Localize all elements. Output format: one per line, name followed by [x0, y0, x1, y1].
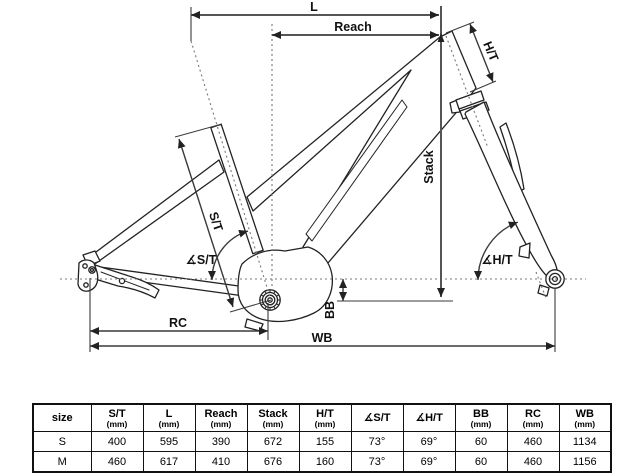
- column-header-label: L: [165, 407, 173, 420]
- column-header: RC(mm): [506, 403, 560, 432]
- column-header-label: Stack: [258, 407, 288, 420]
- column-header-unit: (mm): [522, 418, 544, 429]
- column-header-label: H/T: [316, 407, 334, 420]
- data-cell: 155: [298, 431, 352, 452]
- dimension-lines: [89, 6, 556, 352]
- column-header: ∡S/T: [350, 403, 404, 432]
- seat-tube: [210, 123, 264, 255]
- data-cell: 400: [90, 431, 144, 452]
- size-cell: M: [32, 451, 92, 473]
- frame-geometry-diagram: L Reach Stack H/T S/T ∡S/T ∡H/T BB RC WB: [60, 0, 586, 352]
- label-rear-center: RC: [169, 316, 187, 330]
- label-length: L: [310, 0, 318, 14]
- data-cell: 676: [246, 451, 300, 473]
- column-header-label: Reach: [204, 407, 238, 420]
- column-header: L(mm): [142, 403, 196, 432]
- column-header-label: ∡S/T: [363, 412, 391, 424]
- guide-lines: [60, 24, 586, 299]
- column-header-label: size: [51, 412, 73, 424]
- column-header-label: RC: [525, 407, 541, 420]
- column-header: S/T(mm): [90, 403, 144, 432]
- data-cell: 69°: [402, 431, 456, 452]
- fork-far-blade: [499, 122, 525, 193]
- column-header-unit: (mm): [210, 418, 232, 429]
- data-cell: 672: [246, 431, 300, 452]
- label-reach: Reach: [334, 20, 372, 34]
- column-header: H/T(mm): [298, 403, 352, 432]
- column-header-unit: (mm): [314, 418, 336, 429]
- data-cell: 1134: [558, 431, 612, 452]
- motor-housing: [237, 246, 334, 323]
- data-cell: 410: [194, 451, 248, 473]
- label-seat-tube: S/T: [206, 210, 226, 233]
- dim-head-angle-arc: [474, 221, 519, 281]
- column-header: Stack(mm): [246, 403, 300, 432]
- data-cell: 460: [90, 451, 144, 473]
- data-cell: 73°: [350, 451, 404, 473]
- column-header-label: ∡H/T: [415, 412, 443, 424]
- label-bottom-bracket: BB: [323, 301, 337, 319]
- column-header-unit: (mm): [470, 418, 492, 429]
- column-header-unit: (mm): [262, 418, 284, 429]
- column-header: WB(mm): [558, 403, 612, 432]
- data-cell: 160: [298, 451, 352, 473]
- column-header-label: S/T: [108, 407, 126, 420]
- data-cell: 460: [506, 431, 560, 452]
- dim-head-tube-line: [469, 23, 494, 83]
- column-header-unit: (mm): [574, 418, 596, 429]
- label-seat-tube-angle: ∡S/T: [186, 253, 217, 267]
- battery-seam: [305, 99, 408, 242]
- column-header: BB(mm): [454, 403, 508, 432]
- rear-dropout: [77, 250, 160, 299]
- column-header-label: WB: [575, 407, 594, 420]
- data-cell: 390: [194, 431, 248, 452]
- seat-stays: [87, 159, 225, 267]
- label-wheelbase: WB: [312, 331, 333, 345]
- dim-seat-angle-arc: [207, 229, 249, 281]
- data-cell: 1156: [558, 451, 612, 473]
- data-cell: 460: [506, 451, 560, 473]
- data-cell: 60: [454, 431, 508, 452]
- label-head-tube-angle: ∡H/T: [481, 253, 513, 267]
- data-cell: 73°: [350, 431, 404, 452]
- data-cell: 69°: [402, 451, 456, 473]
- column-header-unit: (mm): [158, 418, 180, 429]
- data-cell: 595: [142, 431, 196, 452]
- fork-blade: [464, 101, 558, 278]
- label-head-tube: H/T: [480, 39, 501, 63]
- column-header: ∡H/T: [402, 403, 456, 432]
- column-header-unit: (mm): [106, 418, 128, 429]
- size-cell: S: [32, 431, 92, 452]
- column-header-label: BB: [473, 407, 489, 420]
- label-stack: Stack: [422, 150, 436, 183]
- column-header: Reach(mm): [194, 403, 248, 432]
- data-cell: 617: [142, 451, 196, 473]
- column-header: size: [32, 403, 92, 432]
- data-cell: 60: [454, 451, 508, 473]
